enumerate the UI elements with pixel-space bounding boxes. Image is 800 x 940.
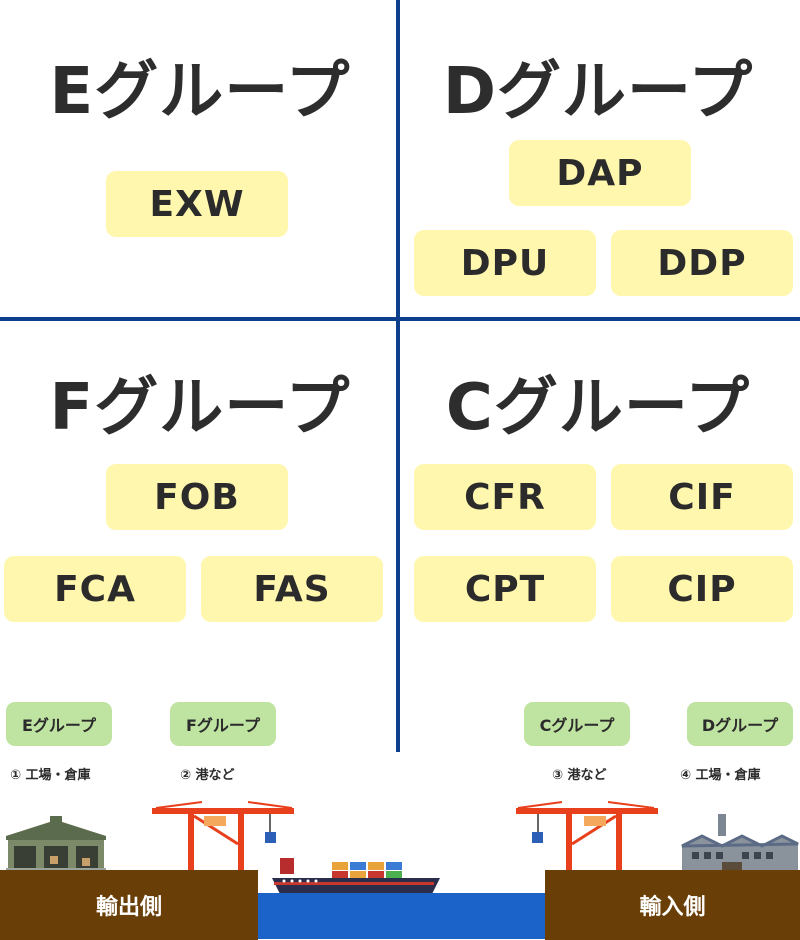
flow-pill-d: Dグループ [687,702,793,746]
horizontal-divider [0,317,800,321]
warehouse-icon [6,816,106,872]
location-label-4: ④ 工場・倉庫 [680,768,761,783]
d-group-title: Dグループ [442,55,754,129]
term-fca: FCA [4,556,186,622]
export-side-ground: 輸出側 [0,870,258,940]
flow-pill-c: Cグループ [524,702,630,746]
term-fob: FOB [106,464,288,530]
location-label-2: ② 港など [180,768,235,783]
term-dpu: DPU [414,230,596,296]
factory-icon [681,814,799,872]
e-group-title: Eグループ [49,55,351,129]
location-label-1: ① 工場・倉庫 [10,768,91,783]
term-cif: CIF [611,464,793,530]
term-ddp: DDP [611,230,793,296]
sea [258,893,546,939]
location-label-3: ③ 港など [552,768,607,783]
import-side-label: 輸入側 [639,895,706,920]
term-fas: FAS [201,556,383,622]
term-cpt: CPT [414,556,596,622]
flow-pill-f: Fグループ [170,702,276,746]
f-group-title: Fグループ [49,371,351,445]
term-cip: CIP [611,556,793,622]
c-group-title: Cグループ [445,371,751,445]
import-side-ground: 輸入側 [545,870,800,940]
term-dap: DAP [509,140,691,206]
term-cfr: CFR [414,464,596,530]
crane-icon [516,801,658,870]
term-exw: EXW [106,171,288,237]
crane-icon [152,801,294,870]
export-side-label: 輸出側 [95,895,162,920]
container-ship-icon [272,858,440,894]
vertical-divider [396,0,400,752]
flow-pill-e: Eグループ [6,702,112,746]
